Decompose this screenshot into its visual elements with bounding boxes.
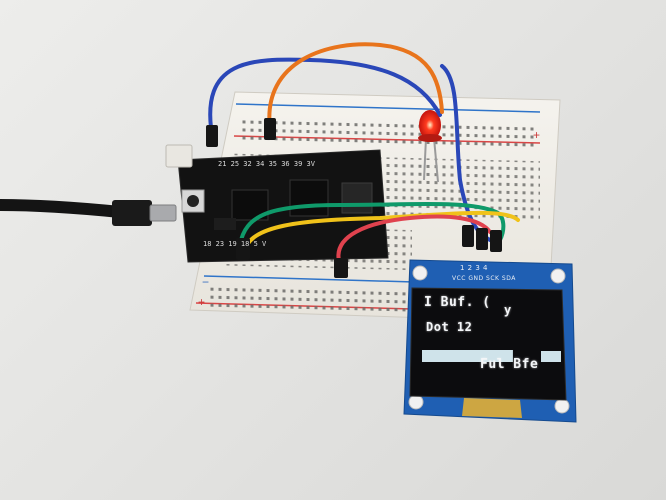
usb-cable	[0, 199, 177, 226]
rail-blue-bottom	[203, 275, 415, 283]
chip	[289, 179, 329, 217]
oled-text-line-1: I Buf. (	[424, 295, 491, 310]
oled-module	[403, 259, 577, 423]
oled-progress-end	[541, 351, 561, 362]
battery-connector	[165, 144, 193, 168]
oled-text-line-3: Ful Bfe	[480, 357, 539, 372]
oled-pin-labels: VCC GND SCK SDA	[452, 275, 516, 282]
rail-blue-top	[235, 103, 541, 113]
wire-red	[336, 214, 492, 267]
mcu-pin-labels-top: 21 25 32 34 35 36 39 3V	[218, 160, 315, 168]
jumper-wires	[206, 42, 520, 278]
oled-text-line-2: Dot 12	[426, 320, 473, 334]
wire-blue-1	[208, 57, 442, 137]
microcontroller-board	[165, 144, 389, 263]
mcu-pin-labels-bottom: 18 23 19 18 5 V	[203, 240, 267, 248]
svg-text:+: +	[533, 128, 540, 142]
wire-yellow	[242, 210, 520, 254]
oled-pin-numbers: 1 2 3 4	[460, 264, 488, 272]
led	[418, 110, 442, 183]
svg-text:+: +	[198, 295, 205, 309]
svg-text:−: −	[202, 275, 209, 289]
oled-text-line-1b: y	[504, 303, 512, 317]
oled-progress-bar	[422, 350, 513, 362]
wire-green	[238, 201, 506, 247]
wire-orange	[267, 42, 444, 130]
